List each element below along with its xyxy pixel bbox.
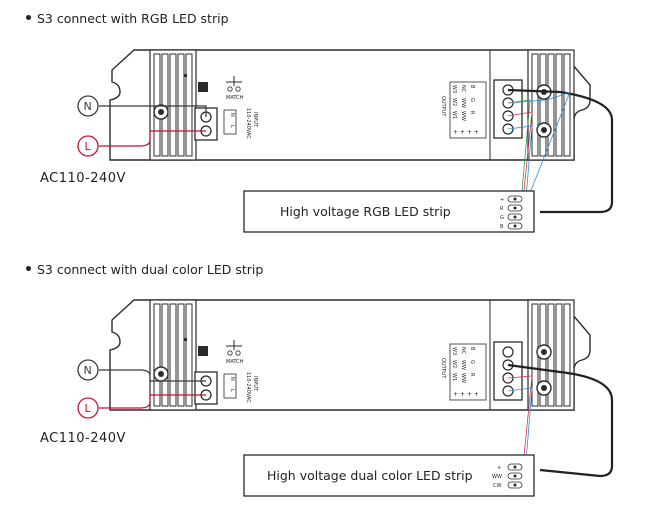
strip-name-dual: High voltage dual color LED strip	[267, 468, 473, 483]
output-label: OUTPUT	[440, 96, 446, 117]
ac-wires-rgb: N L AC110-240V	[40, 95, 207, 186]
live-symbol-icon	[77, 397, 99, 419]
svg-text:+ + + +: + + + +	[453, 391, 479, 398]
ch-r: R	[469, 373, 475, 377]
ch-w1: W1	[451, 111, 457, 119]
ch-ww: WW	[460, 360, 466, 370]
neutral-label: N	[84, 100, 92, 113]
ch-b: B	[469, 85, 475, 89]
ch-ww: WW	[460, 373, 466, 383]
input-term-l: L	[229, 389, 235, 392]
heading-text-rgb: S3 connect with RGB LED strip	[37, 11, 229, 26]
input-term-n: N	[229, 113, 235, 117]
strip-term-plus: +	[500, 197, 504, 203]
live-label: L	[85, 402, 92, 415]
right-heatsink	[527, 49, 575, 161]
ch-w2: W2	[451, 360, 457, 368]
controller-dual: N L INPUT 110-240VAC MATCH OUTPUT W3 W2 …	[109, 299, 591, 411]
strip-body	[243, 190, 535, 233]
input-label-2: 110-240VAC	[245, 108, 251, 139]
output-wires-dual	[507, 363, 614, 487]
live-label: L	[85, 140, 92, 153]
strip-term-cw: CW	[493, 483, 501, 489]
output-channel-table	[449, 81, 487, 139]
strip-term-ww: WW	[492, 474, 502, 480]
input-term-n: N	[229, 377, 235, 381]
bullet-icon	[26, 266, 31, 271]
ch-ww: WW	[460, 111, 466, 121]
section-heading-dual: S3 connect with dual color LED strip	[26, 262, 263, 277]
controller-rgb: N L INPUT 110-240VAC MATCH OUTPUT W3 W2 …	[109, 49, 591, 161]
input-term-l: L	[229, 125, 235, 128]
section-heading-rgb: S3 connect with RGB LED strip	[26, 11, 229, 26]
match-button[interactable]	[198, 82, 208, 92]
input-label-1: INPUT	[252, 112, 258, 128]
live-symbol-icon	[77, 135, 99, 157]
output-label: OUTPUT	[440, 358, 446, 379]
neutral-label: N	[84, 364, 92, 377]
ch-w3: W3	[451, 85, 457, 93]
ch-nc: NC	[460, 85, 466, 93]
ch-w3: W3	[451, 347, 457, 355]
strip-term-plus: +	[497, 465, 501, 471]
input-label-2: 110-240VAC	[245, 372, 251, 403]
bullet-icon	[26, 15, 31, 20]
led-strip-dual: High voltage dual color LED strip + WW C…	[243, 454, 535, 497]
ch-ww: WW	[460, 98, 466, 108]
neutral-symbol-icon	[77, 359, 99, 381]
input-label-1: INPUT	[252, 376, 258, 392]
strip-term-b: B	[500, 224, 504, 230]
output-channel-table	[449, 343, 487, 401]
ch-nc: NC	[460, 347, 466, 355]
left-heatsink	[149, 49, 197, 161]
match-label: MATCH	[226, 359, 244, 365]
neutral-symbol-icon	[77, 95, 99, 117]
strip-name-rgb: High voltage RGB LED strip	[280, 204, 451, 219]
svg-text:+ + + +: + + + +	[453, 129, 479, 136]
led-strip-rgb: High voltage RGB LED strip + R G B	[243, 190, 535, 233]
ac-voltage-label: AC110-240V	[40, 431, 126, 446]
strip-body	[243, 454, 535, 497]
ch-b: B	[469, 347, 475, 351]
heading-text-dual: S3 connect with dual color LED strip	[37, 262, 264, 277]
ac-voltage-label: AC110-240V	[40, 171, 126, 186]
left-heatsink	[149, 299, 197, 411]
match-label: MATCH	[226, 95, 244, 101]
ch-g: G	[469, 360, 475, 364]
ch-r: R	[469, 111, 475, 115]
strip-term-r: R	[500, 206, 504, 212]
ch-w2: W2	[451, 98, 457, 106]
output-wires-rgb	[507, 88, 614, 223]
strip-term-g: G	[500, 215, 504, 221]
ch-g: G	[469, 98, 475, 102]
match-button[interactable]	[198, 346, 208, 356]
ch-w1: W1	[451, 373, 457, 381]
ac-wires-dual: N L AC110-240V	[40, 359, 206, 446]
